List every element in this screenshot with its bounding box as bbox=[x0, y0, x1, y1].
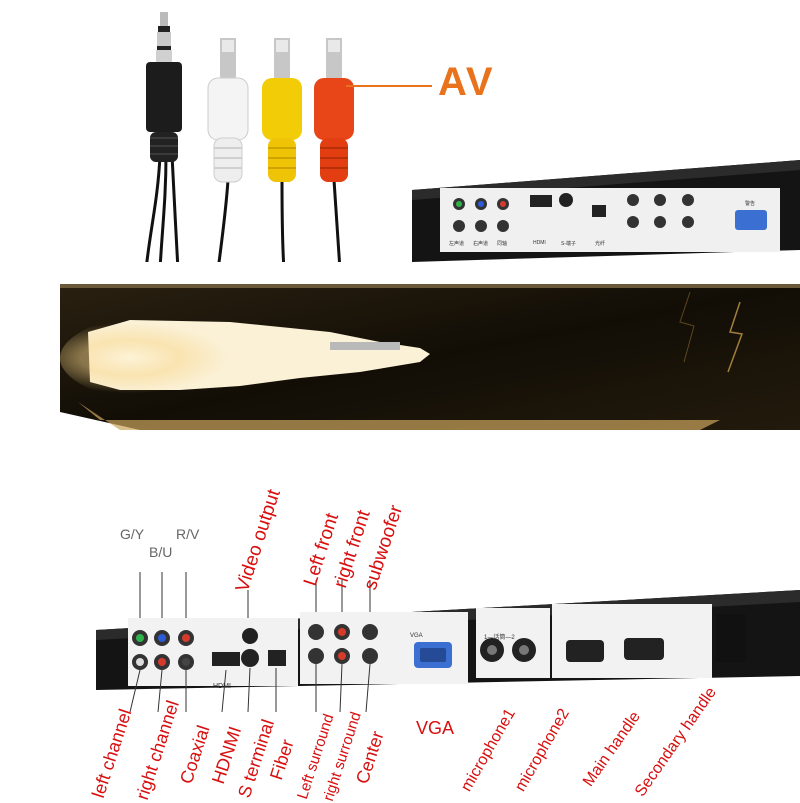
device-rear-panel bbox=[96, 572, 800, 713]
av-cable-illustration bbox=[144, 12, 800, 270]
device-rear-panel-small bbox=[412, 160, 800, 262]
label-left-channel: left channel bbox=[88, 706, 136, 801]
hdmi-port-text: HDMI bbox=[213, 683, 231, 690]
small-device-captions: 左声道 右声道 同轴 HDMI S-端子 光纤 bbox=[449, 240, 629, 248]
label-gy: G/Y bbox=[120, 526, 145, 542]
label-rv: R/V bbox=[176, 526, 200, 542]
av-label: AV bbox=[438, 60, 495, 104]
caption-s-terminal: S-端子 bbox=[561, 241, 577, 247]
rca-red-plug bbox=[314, 38, 354, 182]
3.5mm-jack bbox=[146, 12, 182, 162]
caption-hdmi: HDMI bbox=[533, 240, 546, 246]
mic-header-text: 1—话筒—2 bbox=[484, 635, 515, 641]
label-main-handle: Main handle bbox=[580, 708, 644, 790]
caption-left: 左声道 bbox=[449, 241, 465, 247]
caption-fiber: 光纤 bbox=[595, 241, 606, 247]
label-vga: VGA bbox=[416, 718, 455, 738]
rca-white-plug bbox=[207, 38, 249, 183]
small-device-warning: 警告 bbox=[745, 201, 756, 207]
caption-coaxial: 同轴 bbox=[497, 241, 508, 247]
dark-banner bbox=[0, 262, 800, 452]
vga-port-text: VGA bbox=[410, 633, 423, 639]
label-bu: B/U bbox=[149, 544, 173, 560]
rca-yellow-plug bbox=[262, 38, 302, 182]
caption-right: 右声道 bbox=[473, 241, 489, 247]
